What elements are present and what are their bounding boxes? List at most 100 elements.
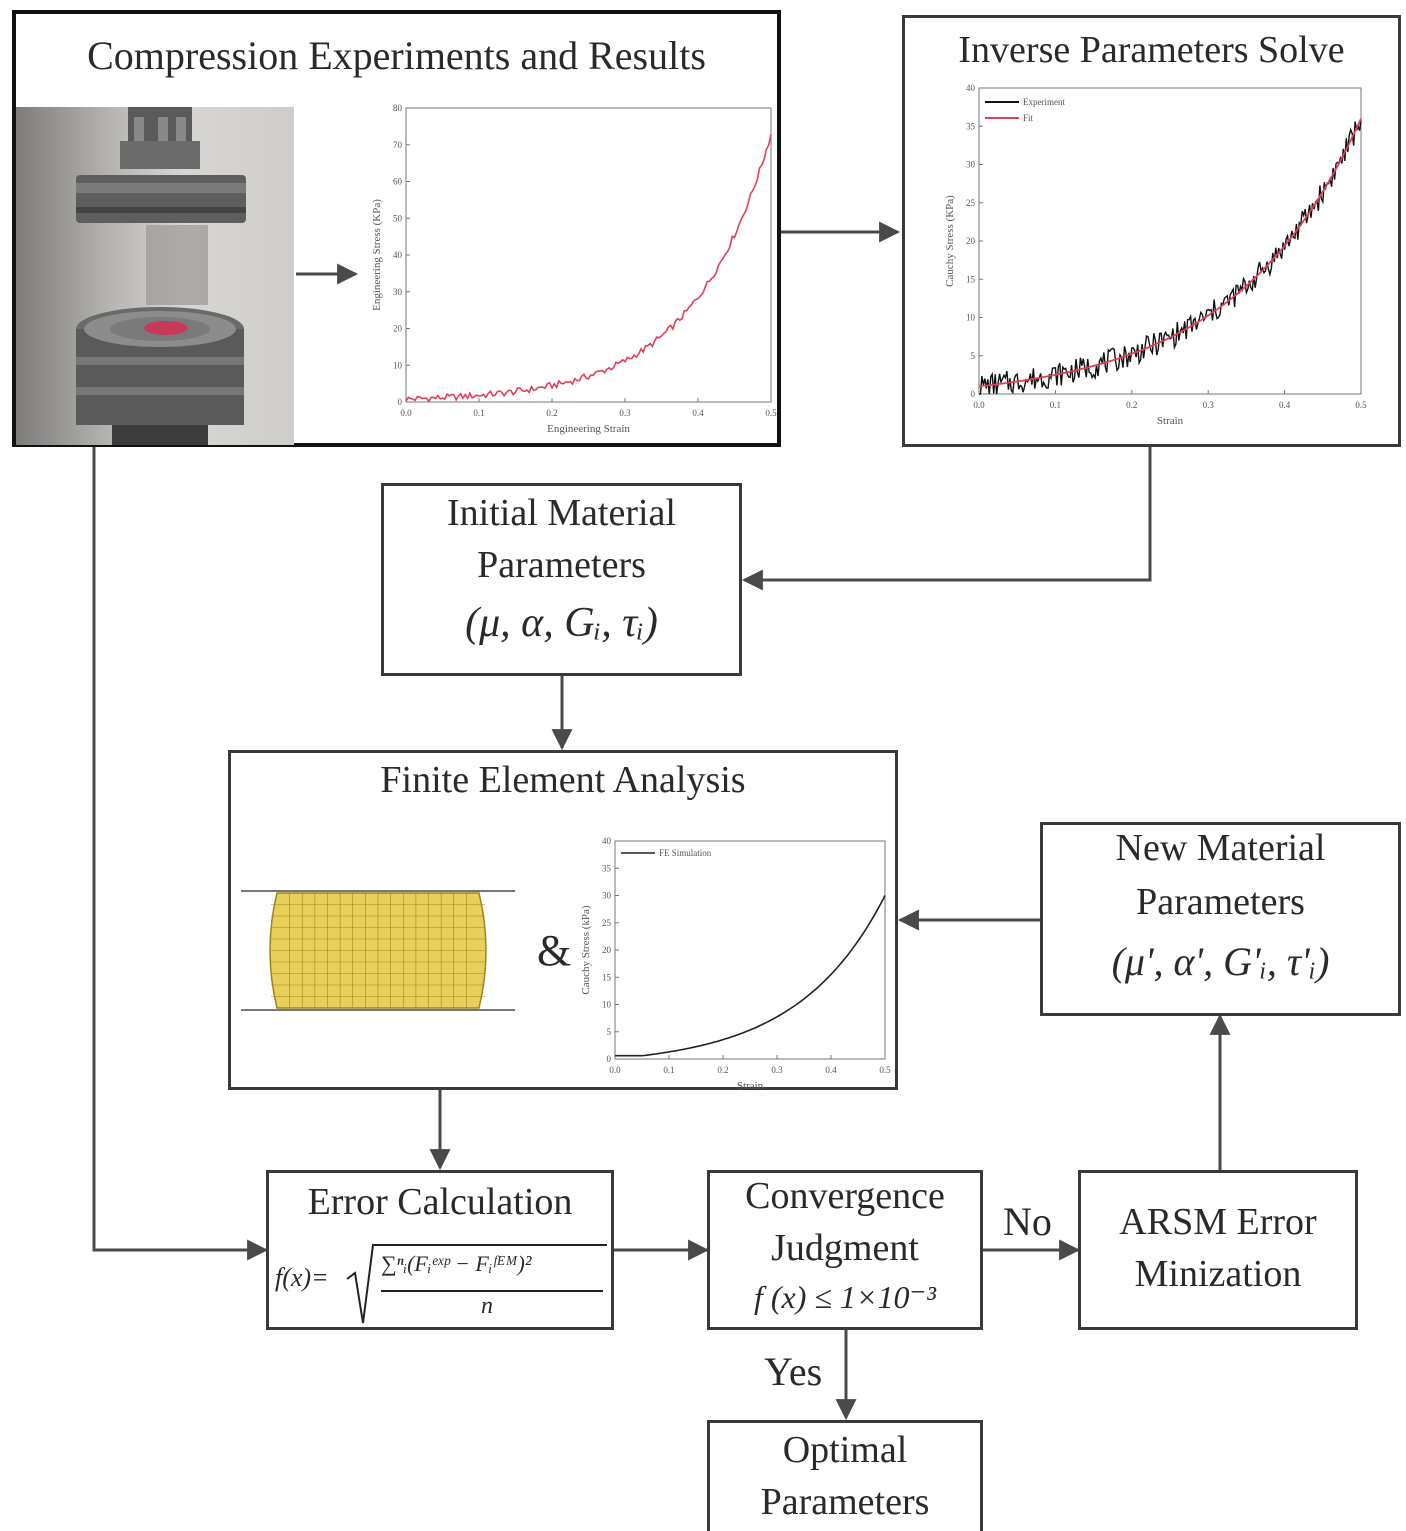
- optimal-line2: Parameters: [760, 1481, 930, 1523]
- cauchy-ytick-label: 40: [966, 83, 976, 93]
- compression-test-photo: [16, 107, 294, 445]
- cauchy-series-experiment: [979, 120, 1362, 395]
- eng-ylabel: Engineering Stress (KPa): [371, 199, 383, 311]
- initial-parameters-box: Initial Material Parameters (μ, α, Gᵢ, τ…: [381, 483, 742, 676]
- cauchy-legend-label: Experiment: [1023, 97, 1065, 107]
- cauchy-ytick-label: 20: [966, 236, 976, 246]
- error-formula-radical: [346, 1244, 607, 1324]
- fe-frame: [614, 840, 886, 1060]
- new-line2: Parameters: [1136, 881, 1305, 923]
- eng-xtick-label: 0.0: [400, 408, 412, 418]
- optimal-parameters-box: Optimal Parameters: [707, 1420, 983, 1531]
- eng-ytick-label: 40: [393, 250, 403, 260]
- cauchy-frame: [978, 87, 1362, 395]
- cauchy-xtick-label: 0.4: [1279, 400, 1291, 410]
- fe-ytick-label: 25: [602, 918, 612, 928]
- cauchy-ytick-label: 10: [966, 313, 976, 323]
- fe-ytick-label: 15: [602, 972, 612, 982]
- cauchy-ytick-label: 35: [966, 121, 976, 131]
- error-formula-sum: ∑ⁿᵢ(Fᵢᵉˣᵖ − Fᵢᶠᴱᴹ)²: [381, 1251, 532, 1276]
- cauchy-xtick-label: 0.3: [1203, 400, 1215, 410]
- eng-xtick-label: 0.4: [692, 408, 704, 418]
- fe-series-line: [615, 895, 886, 1057]
- ampersand: &: [537, 926, 572, 975]
- error-calculation-box: Error Calculation f(x)= ∑ⁿᵢ(Fᵢᵉˣᵖ − Fᵢᶠᴱ…: [266, 1170, 614, 1330]
- fe-legend-label: FE Simulation: [659, 848, 712, 858]
- fe-ytick-label: 30: [602, 891, 612, 901]
- fe-xtick-label: 0.3: [771, 1065, 783, 1075]
- fe-ytick-label: 20: [602, 945, 612, 955]
- optimal-line1: Optimal: [782, 1429, 908, 1471]
- fe-mesh-model: [241, 890, 515, 1011]
- arrow-compression-to-error: [92, 447, 269, 1261]
- new-parameters-box: New Material Parameters (μ', α', G'ᵢ, τ'…: [1040, 822, 1401, 1016]
- cauchy-series-fit: [978, 118, 1362, 388]
- edge-label-yes: Yes: [764, 1349, 823, 1394]
- cauchy-legend-label: Fit: [1023, 113, 1034, 123]
- fe-xtick-label: 0.4: [825, 1065, 837, 1075]
- fe-xtick-label: 0.0: [609, 1065, 621, 1075]
- eng-xlabel: Engineering Strain: [547, 423, 630, 435]
- eng-xtick-label: 0.3: [619, 408, 631, 418]
- cauchy-xtick-label: 0.2: [1126, 400, 1137, 410]
- cauchy-ytick-label: 0: [971, 389, 976, 399]
- compression-experiments-box: Compression Experiments and Results: [12, 10, 781, 447]
- cauchy-xlabel: Strain: [1157, 415, 1184, 427]
- error-title: Error Calculation: [307, 1181, 573, 1223]
- eng-ytick-label: 50: [393, 213, 403, 223]
- fe-xlabel: Strain: [737, 1080, 764, 1092]
- cauchy-ytick-label: 5: [971, 351, 976, 361]
- eng-ytick-label: 30: [393, 287, 403, 297]
- eng-ytick-label: 60: [393, 177, 403, 187]
- fe-ylabel: Cauchy Stress (kPa): [580, 905, 592, 995]
- convergence-line1: Convergence: [745, 1175, 945, 1217]
- fe-xtick-label: 0.1: [663, 1065, 674, 1075]
- initial-formula: (μ, α, Gᵢ, τᵢ): [465, 600, 658, 646]
- eng-xtick-label: 0.1: [473, 408, 484, 418]
- new-formula: (μ', α', G'ᵢ, τ'ᵢ): [1111, 939, 1330, 984]
- fe-xtick-label: 0.2: [717, 1065, 728, 1075]
- inverse-title: Inverse Parameters Solve: [958, 29, 1345, 71]
- arsm-line1: ARSM Error: [1119, 1201, 1317, 1243]
- eng-frame: [405, 107, 772, 403]
- eng-ytick-label: 20: [393, 324, 403, 334]
- convergence-formula: f (x) ≤ 1×10⁻³: [753, 1279, 937, 1315]
- fe-legend: FE Simulation: [621, 848, 712, 858]
- eng-series-line: [405, 134, 772, 403]
- cauchy-ytick-label: 30: [966, 160, 976, 170]
- error-formula-denominator: n: [481, 1293, 493, 1319]
- error-formula-lhs: f(x)=: [275, 1263, 329, 1292]
- eng-ytick-label: 0: [398, 397, 403, 407]
- initial-line1: Initial Material: [447, 492, 676, 534]
- new-line1: New Material: [1115, 827, 1326, 869]
- cauchy-xtick-label: 0.5: [1355, 400, 1367, 410]
- convergence-box: Convergence Judgment f (x) ≤ 1×10⁻³: [707, 1170, 983, 1330]
- eng-xtick-label: 0.2: [546, 408, 557, 418]
- eng-ytick-label: 80: [393, 103, 403, 113]
- compression-title: Compression Experiments and Results: [87, 33, 706, 78]
- cauchy-ylabel: Cauchy Stress (KPa): [944, 195, 956, 287]
- cauchy-xtick-label: 0.0: [973, 400, 985, 410]
- fe-ytick-label: 10: [602, 1000, 612, 1010]
- cauchy-ytick-label: 25: [966, 198, 976, 208]
- eng-ytick-label: 70: [393, 140, 403, 150]
- fea-title: Finite Element Analysis: [380, 759, 746, 801]
- fe-ytick-label: 0: [607, 1054, 612, 1064]
- fe-ytick-label: 35: [602, 863, 612, 873]
- initial-line2: Parameters: [477, 544, 646, 586]
- fe-xtick-label: 0.5: [879, 1065, 891, 1075]
- arsm-line2: Minization: [1134, 1253, 1302, 1295]
- photo-to-chart-arrow-layer: [296, 263, 359, 285]
- fe-ytick-label: 40: [602, 836, 612, 846]
- arrow-inverse-to-initial: [741, 447, 1152, 591]
- edge-label-no: No: [1003, 1199, 1052, 1244]
